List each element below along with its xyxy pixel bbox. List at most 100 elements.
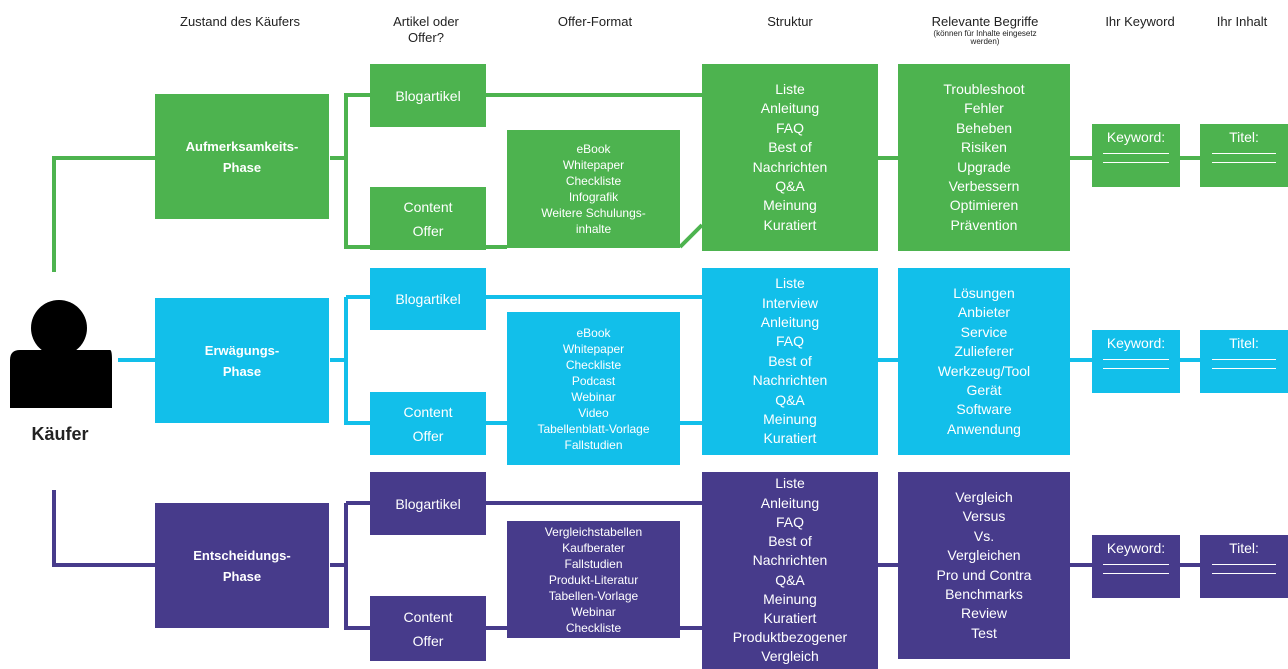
keyword-label: Keyword: (1106, 129, 1166, 145)
term-item: Software (956, 401, 1012, 418)
structure-item: Kuratiert (763, 609, 817, 626)
structure-item: FAQ (775, 333, 804, 350)
title-line (1212, 565, 1276, 574)
keyword-box-entscheidung[interactable]: Keyword: (1092, 535, 1180, 598)
term-item: Anbieter (957, 304, 1011, 321)
phase-box-erwaegung[interactable]: Erwägungs- Phase (155, 298, 329, 423)
title-line (1212, 145, 1276, 154)
structure-item: Nachrichten (752, 552, 828, 569)
term-item: Prävention (950, 216, 1018, 233)
term-item: Review (961, 605, 1007, 622)
phase-label-line1: Erwägungs- (204, 342, 280, 358)
header-artikel-text: Artikel oder Offer? (393, 14, 459, 45)
term-item: Zulieferer (954, 343, 1014, 360)
format-item: Vergleichstabellen (544, 524, 643, 539)
phase-label-line2: Phase (222, 568, 262, 584)
keyword-line (1103, 154, 1169, 163)
structure-item: Kuratiert (763, 216, 817, 233)
keyword-box-aufmerksamkeit[interactable]: Keyword: (1092, 124, 1180, 187)
term-item: Beheben (955, 119, 1013, 136)
terms-box-aufmerksamkeit[interactable]: Troubleshoot Fehler Beheben Risiken Upgr… (898, 64, 1070, 251)
format-item: eBook (576, 142, 611, 156)
format-box-aufmerksamkeit[interactable]: eBook Whitepaper Checkliste Infografik W… (507, 130, 680, 248)
terms-box-erwaegung[interactable]: Lösungen Anbieter Service Zulieferer Wer… (898, 268, 1070, 455)
format-item: inhalte (575, 222, 612, 236)
offer-line1: Content (403, 608, 453, 625)
blogartikel-box-erwaegung[interactable]: Blogartikel (370, 268, 486, 330)
format-item: Video (578, 405, 609, 420)
content-offer-box-aufmerksamkeit[interactable]: Content Offer (370, 187, 486, 250)
format-item: Whitepaper (562, 341, 625, 356)
content-offer-box-erwaegung[interactable]: Content Offer (370, 392, 486, 455)
term-item: Vergleichen (947, 547, 1021, 564)
offer-line2: Offer (412, 222, 444, 239)
keyword-line (1103, 565, 1169, 574)
content-offer-box-entscheidung[interactable]: Content Offer (370, 596, 486, 661)
structure-item: Nachrichten (752, 158, 828, 175)
title-line (1212, 351, 1276, 360)
phase-label-line1: Entscheidungs- (193, 547, 291, 563)
structure-item: Anleitung (760, 100, 820, 117)
title-label: Titel: (1229, 129, 1259, 145)
format-item: Whitepaper (562, 158, 625, 172)
format-box-erwaegung[interactable]: eBook Whitepaper Checkliste Podcast Webi… (507, 312, 680, 465)
term-item: Werkzeug/Tool (937, 362, 1031, 379)
header-relevant-sub: (können für Inhalte eingesetz werden) (933, 29, 1037, 46)
title-line (1212, 360, 1276, 369)
format-item: Weitere Schulungs- (541, 206, 646, 220)
structure-item: Nachrichten (752, 372, 828, 389)
phase-box-entscheidung[interactable]: Entscheidungs- Phase (155, 503, 329, 628)
keyword-label: Keyword: (1106, 335, 1166, 351)
structure-item: Liste (775, 275, 805, 292)
keyword-line (1103, 145, 1169, 154)
term-item: Benchmarks (945, 585, 1023, 602)
term-item: Versus (962, 508, 1006, 525)
term-item: Pro und Contra (936, 566, 1032, 583)
format-item: Webinar (571, 604, 616, 619)
keyword-line (1103, 351, 1169, 360)
terms-box-entscheidung[interactable]: Vergleich Versus Vs. Vergleichen Pro und… (898, 472, 1070, 659)
keyword-line (1103, 360, 1169, 369)
term-item: Lösungen (953, 284, 1015, 301)
term-item: Gerät (966, 381, 1002, 398)
title-box-entscheidung[interactable]: Titel: (1200, 535, 1288, 598)
structure-item: Interview (761, 294, 819, 311)
structure-box-aufmerksamkeit[interactable]: Liste Anleitung FAQ Best of Nachrichten … (702, 64, 878, 251)
connectors-green (52, 93, 1200, 272)
phase-label-line1: Aufmerksamkeits- (185, 138, 299, 154)
title-line (1212, 154, 1276, 163)
format-box-entscheidung[interactable]: Vergleichstabellen Kaufberater Fallstudi… (507, 521, 680, 638)
structure-item: Kuratiert (763, 430, 817, 447)
title-box-erwaegung[interactable]: Titel: (1200, 330, 1288, 393)
keyword-box-erwaegung[interactable]: Keyword: (1092, 330, 1180, 393)
phase-box-aufmerksamkeit[interactable]: Aufmerksamkeits- Phase (155, 94, 329, 219)
format-item: Tabellenblatt-Vorlage (537, 421, 650, 436)
header-artikel: Artikel oder Offer? (376, 14, 476, 46)
connectors-purple (52, 490, 1200, 630)
structure-item: Vergleich (761, 648, 819, 665)
term-item: Troubleshoot (943, 80, 1025, 97)
format-item: Checkliste (565, 620, 622, 635)
title-box-aufmerksamkeit[interactable]: Titel: (1200, 124, 1288, 187)
header-relevant-text: Relevante Begriffe (931, 14, 1039, 29)
blogartikel-box-entscheidung[interactable]: Blogartikel (370, 472, 486, 535)
structure-item: Meinung (763, 197, 817, 214)
structure-item: Best of (768, 352, 812, 369)
header-inhalt: Ihr Inhalt (1216, 14, 1268, 29)
structure-item: Meinung (763, 590, 817, 607)
blogartikel-box-aufmerksamkeit[interactable]: Blogartikel (370, 64, 486, 127)
structure-item: Q&A (775, 391, 805, 408)
term-item: Optimieren (949, 197, 1019, 214)
structure-box-erwaegung[interactable]: Liste Interview Anleitung FAQ Best of Na… (702, 268, 878, 455)
format-item: Produkt-Literatur (548, 572, 639, 587)
structure-box-entscheidung[interactable]: Liste Anleitung FAQ Best of Nachrichten … (702, 472, 878, 669)
header-format: Offer-Format (557, 14, 633, 29)
offer-line1: Content (403, 198, 453, 215)
format-item: Tabellen-Vorlage (548, 588, 639, 603)
term-item: Test (971, 624, 997, 641)
header-keyword: Ihr Keyword (1105, 14, 1175, 29)
keyword-label: Keyword: (1106, 540, 1166, 556)
term-item: Verbessern (948, 177, 1020, 194)
format-item: Kaufberater (562, 540, 625, 555)
header-zustand: Zustand des Käufers (180, 14, 300, 30)
